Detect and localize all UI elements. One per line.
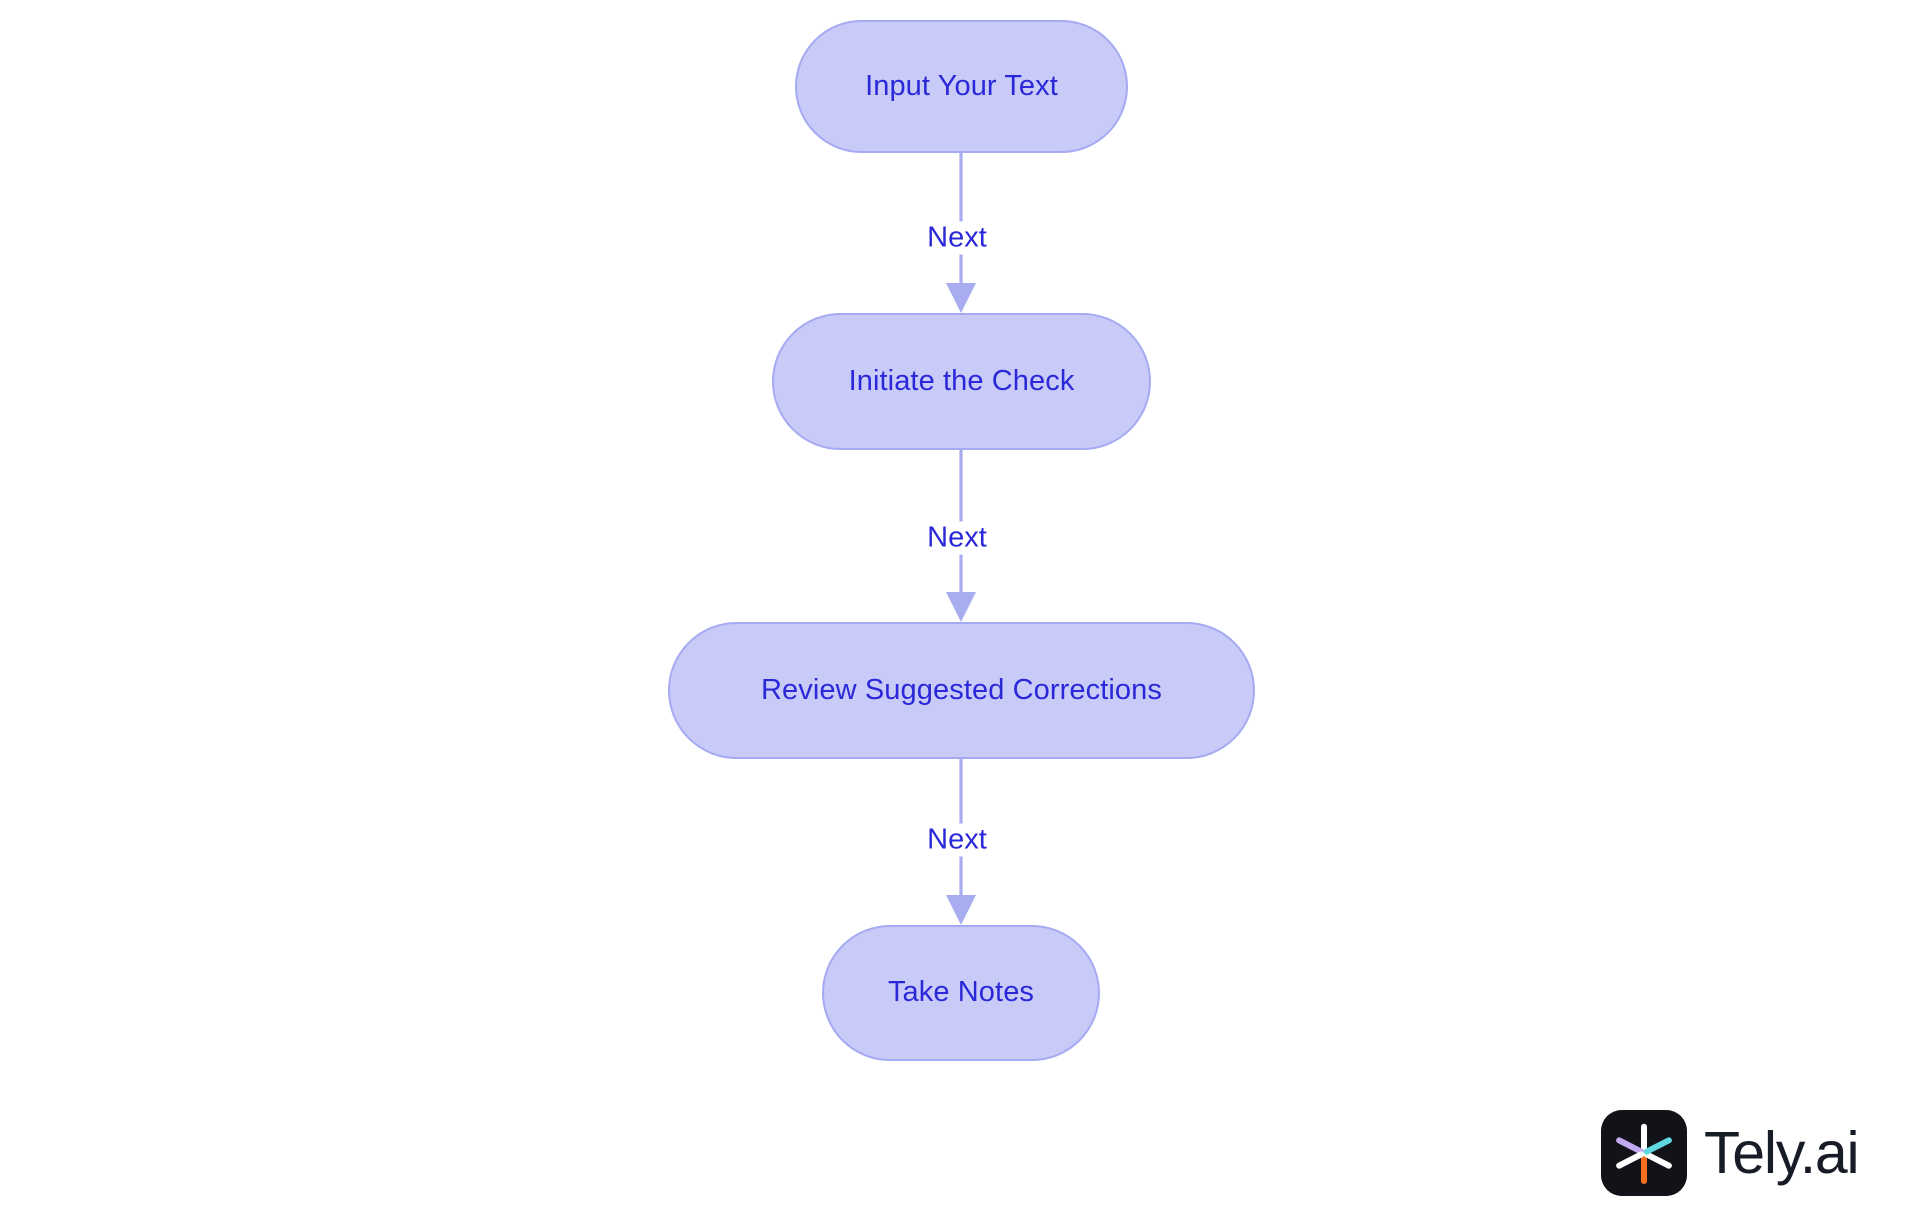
flow-node-input-your-text[interactable]: Input Your Text bbox=[795, 20, 1128, 153]
tely-ai-watermark: Tely.ai bbox=[1601, 1110, 1860, 1196]
flow-node-take-notes[interactable]: Take Notes bbox=[822, 925, 1100, 1061]
flow-node-initiate-the-check[interactable]: Initiate the Check bbox=[772, 313, 1151, 450]
edge-label-n3-n4: Next bbox=[921, 823, 993, 857]
flow-node-label: Review Suggested Corrections bbox=[761, 673, 1162, 706]
flow-node-label: Initiate the Check bbox=[848, 364, 1075, 397]
tely-ai-logo-icon bbox=[1601, 1110, 1687, 1196]
edge-label-n1-n2: Next bbox=[921, 221, 993, 255]
tely-ai-wordmark: Tely.ai bbox=[1704, 1119, 1860, 1186]
flow-node-label: Take Notes bbox=[887, 976, 1035, 1009]
edge-label-n2-n3: Next bbox=[921, 521, 993, 555]
flow-node-label: Input Your Text bbox=[865, 69, 1058, 102]
flow-node-review-suggested-corrections[interactable]: Review Suggested Corrections bbox=[668, 622, 1255, 759]
